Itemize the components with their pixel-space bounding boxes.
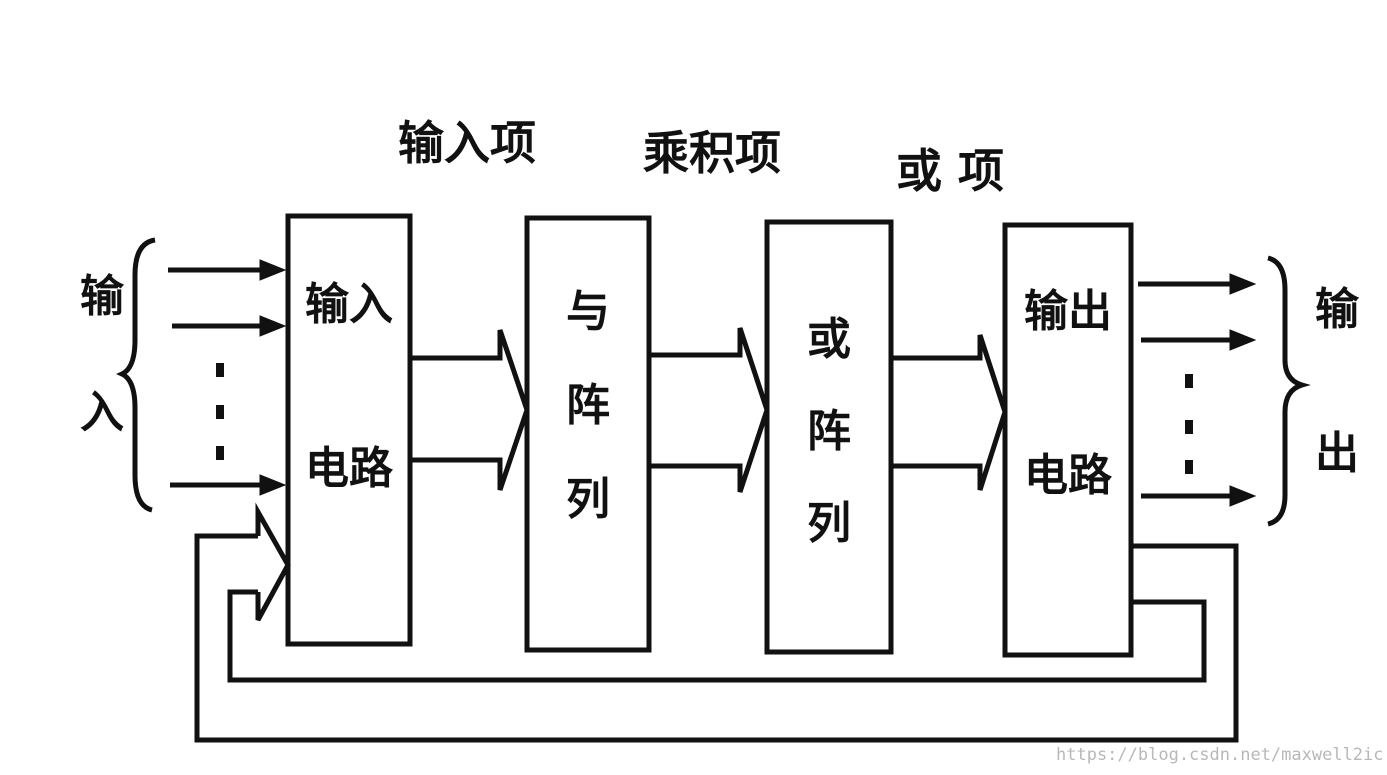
output-circuit-box [1002, 222, 1134, 658]
and-array-label-line2: 阵 [566, 380, 610, 431]
outputs-side-label-char2: 出 [1315, 428, 1359, 479]
output-arrow-2 [1141, 329, 1257, 351]
bus-arrow-and-to-or [649, 327, 770, 493]
label-or-terms: 或 项 [896, 144, 1005, 198]
input-arrow-2 [172, 315, 287, 337]
input-circuit-box [285, 213, 413, 647]
output-arrow-1 [1138, 273, 1257, 295]
outputs-side-label-char1: 输 [1315, 284, 1359, 335]
input-circuit-label-line2: 电路 [305, 443, 393, 494]
or-array-label-line1: 或 [807, 314, 851, 365]
and-array-box [524, 215, 652, 653]
or-array-label: 或 阵 列 [771, 318, 887, 546]
input-arrow-n [170, 474, 287, 496]
or-array-label-line3: 列 [807, 498, 851, 549]
feedback-inner-loop [227, 589, 1207, 683]
label-product-terms: 乘积项 [643, 126, 781, 180]
output-circuit-label-line2: 电路 [1024, 450, 1112, 501]
input-arrow-1 [168, 259, 287, 281]
input-circuit-label: 输入 电路 [292, 283, 406, 491]
feedback-outer-loop [194, 533, 1239, 743]
label-input-terms: 输入项 [398, 116, 536, 170]
outputs-side-label: 输 出 [1315, 288, 1359, 476]
bus-arrow-input-to-and [410, 329, 530, 491]
or-array-box [764, 219, 894, 655]
output-arrow-n [1141, 485, 1257, 507]
output-circuit-label: 输出 电路 [1009, 290, 1127, 498]
inputs-side-label-char2: 入 [80, 387, 124, 438]
and-array-label: 与 阵 列 [531, 290, 645, 522]
input-circuit-label-line1: 输入 [305, 279, 393, 330]
and-array-label-line3: 列 [566, 474, 610, 525]
inputs-side-label-char1: 输 [80, 271, 124, 322]
output-circuit-label-line1: 输出 [1024, 286, 1112, 337]
inputs-side-label: 输 入 [80, 275, 124, 435]
watermark: https://blog.csdn.net/maxwell2ic [1056, 745, 1384, 765]
bus-arrow-or-to-output [891, 334, 1008, 491]
input-brace [116, 237, 156, 513]
and-array-label-line1: 与 [566, 286, 610, 337]
output-ellipsis [1185, 374, 1193, 474]
or-array-label-line2: 阵 [807, 406, 851, 457]
output-brace [1267, 255, 1311, 527]
feedback-arrow-head [255, 502, 291, 622]
input-ellipsis [216, 363, 224, 460]
